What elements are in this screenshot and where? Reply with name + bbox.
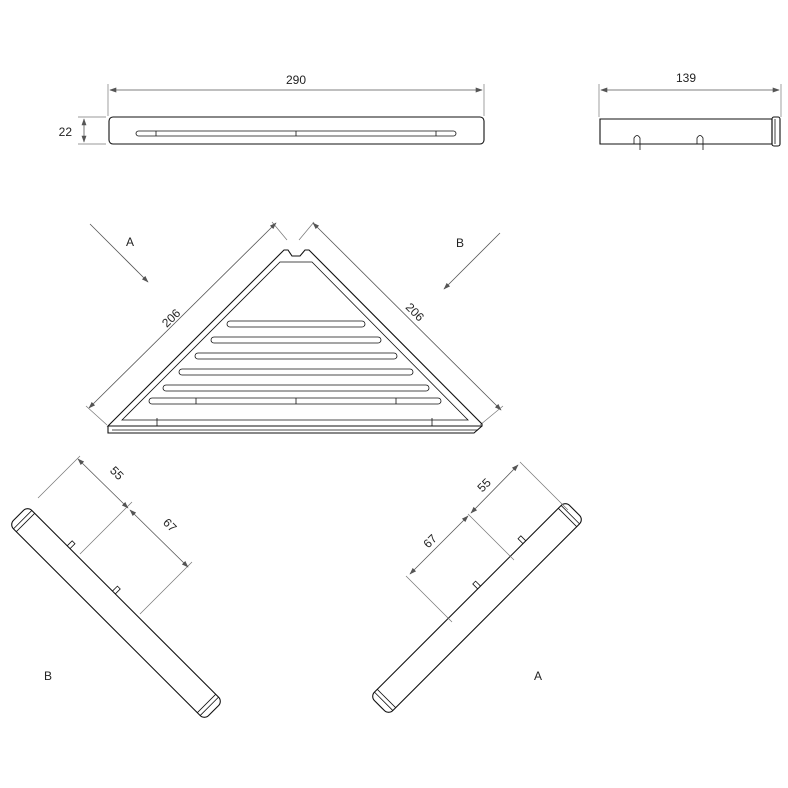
edge-a-label: 206 (159, 306, 183, 330)
edge-b-label: 206 (403, 300, 427, 324)
view-b-label: B (44, 669, 52, 683)
slot-2 (210, 336, 382, 344)
view-arrow-b (443, 232, 501, 290)
side-hook-2 (696, 135, 704, 150)
view-b-peg-1 (66, 540, 76, 549)
side-length-label: 139 (676, 71, 696, 85)
view-a: 55 67 A (372, 461, 582, 713)
view-a-peg-2 (517, 535, 527, 544)
slot-4 (178, 368, 414, 376)
triangle-front-lip (107, 425, 483, 434)
plan-view: A B 206 206 (85, 221, 504, 434)
view-b-offset-1-line (77, 458, 129, 509)
view-a-offset-2-label: 67 (420, 531, 440, 551)
view-a-offset-2-line (409, 515, 469, 575)
arrow-a-label: A (126, 235, 134, 249)
view-a-label: A (534, 669, 542, 683)
view-a-offset-1-line (470, 464, 519, 514)
edge-a-dimension-line (88, 222, 277, 409)
view-b-offset-2-line (129, 509, 189, 568)
triangle-shelf-outline (106, 249, 483, 427)
slot-1 (226, 320, 366, 328)
view-b-shelf-body (11, 508, 221, 718)
edge-b-dimension-line (312, 222, 502, 411)
drain-slots (148, 320, 442, 405)
view-b-peg-2 (112, 585, 121, 595)
view-b-offset-2-label: 67 (160, 515, 180, 535)
front-length-label: 290 (286, 73, 306, 87)
front-height-label: 22 (59, 125, 73, 139)
side-hook-1 (633, 135, 641, 150)
side-shelf-body (599, 118, 773, 145)
view-a-shelf-body (372, 503, 582, 713)
view-b: 55 67 B (11, 455, 221, 718)
view-b-offset-1-label: 55 (107, 463, 127, 483)
side-view: 139 (598, 71, 782, 150)
view-a-peg-1 (472, 580, 481, 590)
side-end-cap (771, 116, 781, 147)
slot-6 (148, 397, 442, 405)
slot-5 (162, 384, 430, 392)
slot-3 (194, 352, 398, 360)
front-shelf-body (108, 116, 485, 145)
front-view: 290 22 (59, 73, 485, 145)
arrow-b-label: B (456, 236, 464, 250)
triangle-inner-border (121, 261, 469, 421)
view-arrow-a (89, 223, 149, 283)
